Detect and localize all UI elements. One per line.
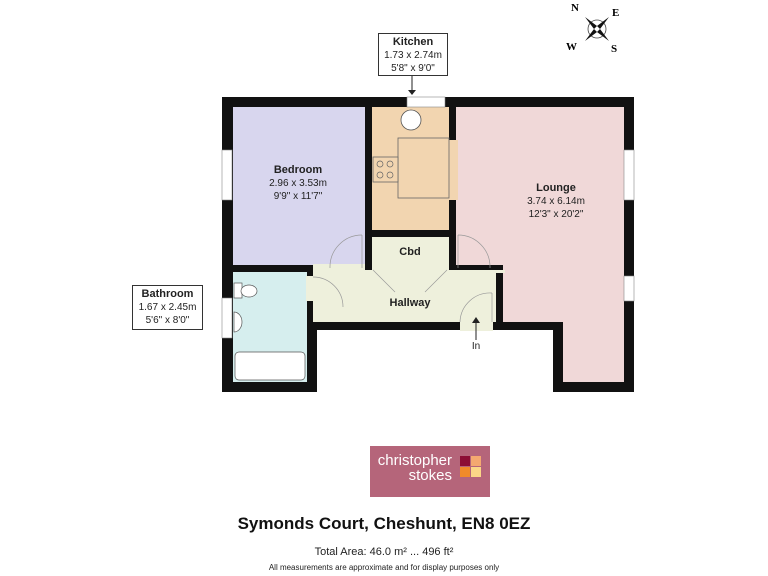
room-name: Hallway bbox=[389, 297, 431, 309]
label-bathroom: Bathroom 1.67 x 2.45m 5'6" x 8'0" bbox=[132, 285, 203, 330]
logo-square bbox=[471, 456, 481, 466]
bath-icon bbox=[234, 351, 306, 381]
room-lounge bbox=[456, 107, 624, 382]
hob-burners bbox=[376, 160, 394, 179]
room-metric: 1.67 x 2.45m bbox=[138, 302, 197, 313]
room-imperial: 5'6" x 8'0" bbox=[145, 315, 190, 326]
room-hallway bbox=[313, 270, 496, 322]
room-imperial: 9'9" x 11'7" bbox=[273, 191, 323, 202]
label-lounge: Lounge 3.74 x 6.14m 12'3" x 20'2" bbox=[527, 182, 585, 221]
label-hallway: Hallway bbox=[390, 297, 431, 310]
label-entrance: In bbox=[471, 341, 481, 352]
arrows bbox=[411, 76, 477, 340]
room-name: Bathroom bbox=[141, 288, 194, 300]
hob-icon bbox=[372, 156, 399, 183]
toilet-bowl bbox=[240, 284, 258, 298]
room-metric: 1.73 x 2.74m bbox=[384, 50, 442, 61]
kitchen-arrow-icon bbox=[408, 90, 416, 95]
entrance-arrow-icon bbox=[472, 317, 480, 323]
compass-e: E bbox=[612, 7, 619, 19]
property-title: Symonds Court, Cheshunt, EN8 0EZ bbox=[237, 514, 531, 533]
room-name: Lounge bbox=[536, 182, 576, 194]
total-area: Total Area: 46.0 m² ... 496 ft² bbox=[314, 546, 454, 558]
room-imperial: 12'3" x 20'2" bbox=[528, 209, 584, 220]
kitchen-lounge-opening bbox=[448, 140, 458, 200]
room-metric: 3.74 x 6.14m bbox=[527, 196, 585, 207]
compass-s: S bbox=[611, 43, 617, 55]
compass-w: W bbox=[566, 41, 577, 53]
logo-square bbox=[460, 467, 470, 477]
label-cbd: Cbd bbox=[399, 246, 420, 259]
room-metric: 2.96 x 3.53m bbox=[269, 178, 327, 189]
basin-icon bbox=[233, 311, 243, 333]
room-name: Kitchen bbox=[392, 36, 434, 48]
room-cbd bbox=[372, 237, 449, 270]
room-name: Cbd bbox=[399, 246, 421, 258]
label-bedroom: Bedroom 2.96 x 3.53m 9'9" x 11'7" bbox=[269, 164, 327, 203]
label-kitchen: Kitchen 1.73 x 2.74m 5'8" x 9'0" bbox=[378, 33, 448, 76]
windows bbox=[221, 96, 635, 339]
compass-icon bbox=[585, 17, 609, 41]
hallway-bedroom-door-gap bbox=[313, 264, 365, 272]
logo-square bbox=[471, 467, 481, 477]
door-swings bbox=[312, 234, 493, 323]
compass-n: N bbox=[571, 2, 579, 14]
room-name: Bedroom bbox=[273, 164, 323, 176]
room-imperial: 5'8" x 9'0" bbox=[391, 63, 435, 74]
disclaimer: All measurements are approximate and for… bbox=[268, 563, 500, 572]
lounge-door-gap bbox=[494, 270, 505, 273]
sink-icon bbox=[400, 109, 422, 131]
bathroom-door-gap bbox=[306, 276, 315, 301]
logo-square bbox=[460, 456, 470, 466]
room-bedroom bbox=[233, 107, 365, 265]
